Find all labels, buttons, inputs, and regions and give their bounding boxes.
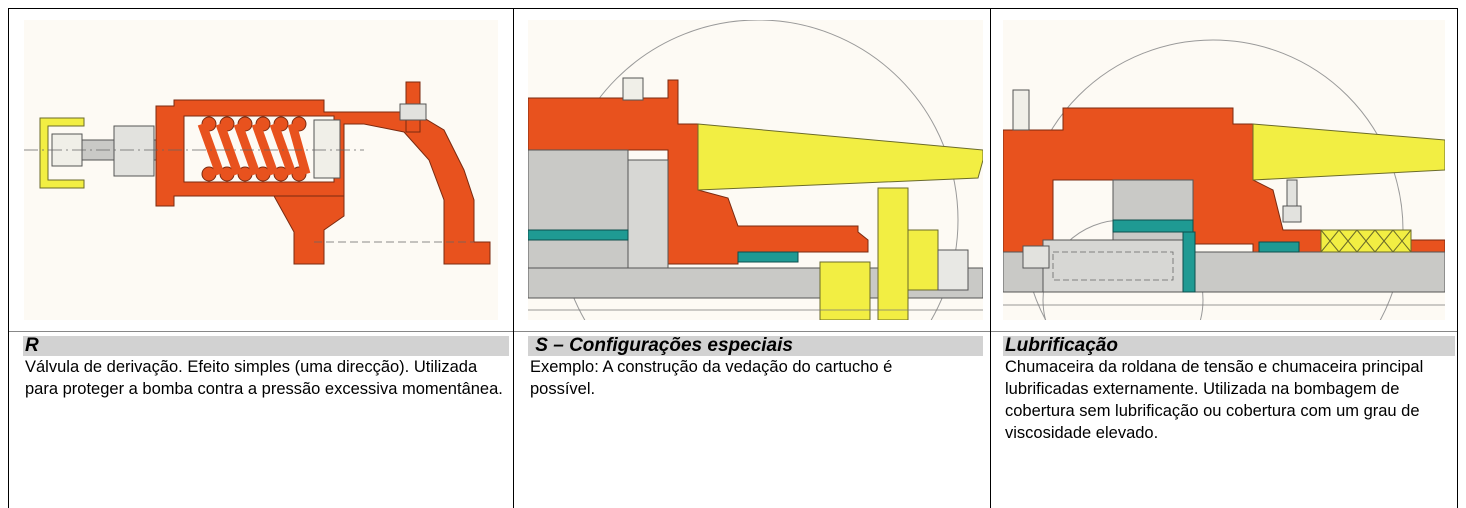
cartridge-seal-drawing (528, 20, 983, 320)
table-border-right (1457, 8, 1458, 508)
column-divider-2 (990, 8, 991, 508)
feature-table: R Válvula de derivação. Efeito simples (… (8, 8, 1458, 508)
caption-text: Válvula de derivação. Efeito simples (um… (25, 358, 503, 398)
column-divider-1 (513, 8, 514, 508)
caption-title: R (23, 336, 509, 356)
table-border-left (8, 8, 9, 508)
cartridge-seal-image (528, 20, 983, 320)
caption-text: Chumaceira da roldana de tensão e chumac… (1005, 358, 1424, 442)
row-divider (8, 331, 1458, 332)
bypass-valve-drawing (24, 20, 498, 320)
caption-cell-r: R Válvula de derivação. Efeito simples (… (23, 336, 509, 508)
caption-text: Exemplo: A construção da vedação do cart… (530, 358, 893, 398)
caption-cell-lubrication: Lubrificação Chumaceira da roldana de te… (1003, 336, 1455, 508)
caption-title: Lubrificação (1003, 336, 1455, 356)
lubrication-drawing (1003, 20, 1445, 320)
lubrication-image (1003, 20, 1445, 320)
caption-cell-s: S – Configurações especiais Exemplo: A c… (528, 336, 983, 508)
bypass-valve-image (24, 20, 498, 320)
table-border-top (8, 8, 1458, 9)
caption-title: S – Configurações especiais (528, 336, 983, 356)
